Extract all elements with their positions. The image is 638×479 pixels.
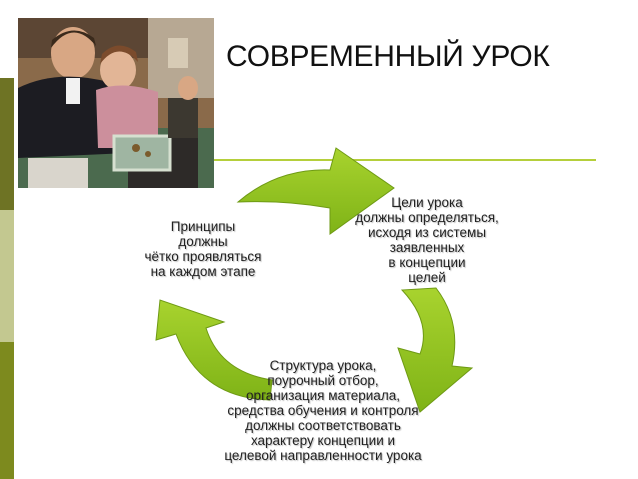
classroom-photo xyxy=(18,18,214,188)
node-goals-line: исходя из системы xyxy=(367,225,487,240)
node-goals-line: целей xyxy=(408,270,446,285)
node-goals-line: должны определяться, xyxy=(355,210,499,225)
side-bar-light xyxy=(0,210,14,342)
node-structure-line: Структура урока, xyxy=(269,358,377,373)
node-structure-line: должны соответствовать xyxy=(245,418,401,433)
node-goals-line: в концепции xyxy=(388,255,466,270)
side-bar-dark xyxy=(0,78,14,210)
title-rule xyxy=(214,159,596,161)
classroom-photo-image xyxy=(18,18,214,188)
cycle-arrow-top xyxy=(236,147,395,235)
node-structure: Структура урока, поурочный отбор, органи… xyxy=(168,358,478,463)
node-principles-line: Принципы xyxy=(170,219,236,234)
node-structure-line: средства обучения и контроля xyxy=(227,403,419,418)
node-structure-line: поурочный отбор, xyxy=(267,373,379,388)
node-structure-line: характеру концепции и xyxy=(250,433,396,448)
node-principles-line: должны xyxy=(178,234,228,249)
node-principles: Принципы должны чётко проявляться на каж… xyxy=(128,219,278,279)
side-bar-mid xyxy=(0,342,14,479)
slide-title: СОВРЕМЕННЫЙ УРОК xyxy=(226,40,550,73)
cycle-arrow-right xyxy=(397,287,474,413)
node-principles-line: на каждом этапе xyxy=(150,264,256,279)
node-goals-line: заявленных xyxy=(389,240,465,255)
node-goals: Цели урока должны определяться, исходя и… xyxy=(322,195,532,285)
cycle-arrow-left xyxy=(155,299,273,401)
node-structure-line: целевой направленности урока xyxy=(224,448,422,463)
node-goals-line: Цели урока xyxy=(391,195,463,210)
node-structure-line: организация материала, xyxy=(246,388,400,403)
node-principles-line: чётко проявляться xyxy=(144,249,262,264)
